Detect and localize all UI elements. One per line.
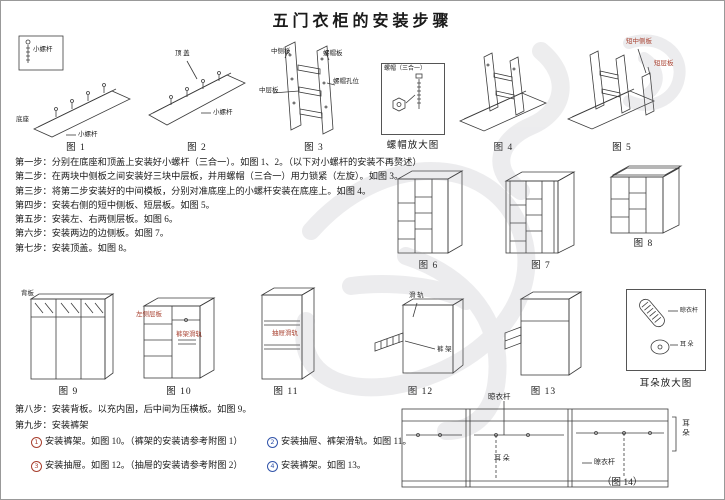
fig8-caption: 图 8	[633, 239, 654, 249]
step-5: 第五步：安装左、右两侧层板。如图 6。	[15, 214, 179, 225]
figure-8: 图 8	[601, 161, 686, 249]
figure-5: 短中侧板 短层板 图 5	[566, 33, 678, 153]
step-1: 第一步：分别在底座和顶盖上安装好小螺杆（三合一）。如图 1、2。（以下对小螺杆的…	[15, 157, 422, 167]
magnifier-frame	[381, 63, 445, 135]
figure-14: 晾衣杆 耳朵 耳 朵 晾衣杆 （图 14）	[396, 393, 716, 497]
fig11-rail-label: 抽屉滑轨	[272, 330, 298, 337]
fig14-rod-bottom-label: 晾衣杆	[594, 458, 615, 466]
magnifier-caption: 螺帽放大图	[386, 141, 440, 151]
step-2: 第二步：在两块中侧板之间安装好三块中层板，并用螺帽（三合一）用力锁紧（左旋）。如…	[15, 171, 404, 182]
step-list: 第一步：分别在底座和顶盖上安装好小螺杆（三合一）。如图 1、2。（以下对小螺杆的…	[15, 155, 422, 255]
figure-7: 图 7	[496, 163, 586, 271]
fig1-base-label: 底座	[16, 116, 29, 123]
substep-3-number: 3	[31, 461, 42, 472]
fig12-rail-label: 滑 轨	[409, 292, 424, 299]
figure-4: 图 4	[456, 33, 551, 153]
figure-1: 小螺杆 底座 小螺杆 图 1	[16, 33, 136, 153]
figure-6-drawing	[396, 170, 464, 254]
substep-1-text: 安装裤架。如图 10。（裤架的安装请参考附图 1）	[45, 436, 243, 446]
fig5-caption: 图 5	[612, 143, 632, 153]
figure-9-drawing	[29, 293, 115, 380]
fig14-caption: （图 14）	[602, 478, 643, 488]
step-3: 第三步：将第二步安装好的中间模板，分别对准底座上的小螺杆安装在底座上。如图 4。	[15, 185, 372, 196]
figure-11: 抽屉滑轨 图 11	[246, 283, 326, 397]
fig10-rail-label: 裤架滑轨	[176, 331, 202, 338]
fig4-caption: 图 4	[493, 143, 514, 153]
ear-magnifier-frame	[626, 289, 706, 371]
magnifier-drawing	[392, 73, 423, 112]
fig12-rack-label: 裤 架	[437, 346, 452, 353]
figure-6: 图 6	[386, 163, 471, 271]
substep-4-number: 4	[267, 461, 278, 472]
substep-2-number: 2	[267, 437, 278, 448]
ear-magnifier: 晾衣杆 耳 朵 耳朵放大图	[626, 289, 706, 389]
fig3-shelf-label: 中层板	[259, 87, 279, 94]
magnifier-label: 螺帽（三合一）	[384, 66, 427, 72]
fig1-screw-label: 小螺杆	[78, 131, 98, 138]
fig12-caption: 图 12	[407, 387, 434, 397]
substep-3-text: 安装抽屉。如图 12。（抽屉的安装请参考附图 2）	[45, 460, 243, 470]
fig7-caption: 图 7	[531, 261, 551, 271]
figure-14-drawing	[401, 401, 677, 488]
figure-2-drawing	[148, 60, 246, 126]
figure-12-drawing	[374, 298, 465, 374]
fig2-caption: 图 2	[187, 143, 207, 153]
step-6: 第六步：安装两边的边侧板。如图 7。	[15, 228, 169, 239]
fig10-left-shelf-label: 左侧层板	[136, 311, 162, 318]
figure-2: 顶 盖 小螺杆 图 2	[141, 33, 253, 153]
ear-magnifier-drawing	[639, 298, 678, 355]
figure-3: 中侧板 螺帽板 螺帽孔位 中层板 图 3	[259, 33, 369, 153]
figure-12: 滑 轨 裤 架 图 12	[373, 291, 468, 397]
figure-1-drawing	[18, 35, 131, 138]
fig14-ear-inner-label: 耳 朵	[494, 454, 510, 462]
step-8: 第八步：安装背板。以充内固，后中间为压横板。如图 9。	[15, 404, 252, 414]
fig3-side-panel-label: 中侧板	[271, 48, 291, 55]
fig1-screw-box-label: 小螺杆	[33, 46, 53, 53]
fig5-short-shelf-label: 短层板	[654, 60, 674, 67]
nut-magnifier: 螺帽（三合一） 螺帽放大图	[381, 63, 445, 151]
fig3-caption: 图 3	[304, 143, 324, 153]
figure-3-drawing	[272, 41, 336, 135]
figure-8-drawing	[609, 165, 683, 234]
fig10-caption: 图 10	[166, 387, 192, 397]
figure-4-drawing	[458, 52, 548, 132]
step-7: 第七步：安装顶盖。如图 8。	[15, 242, 133, 253]
substep-4-text: 安装裤架。如图 13。	[281, 460, 366, 470]
fig14-ear-side-label: 耳朵	[681, 419, 691, 438]
substep-1-number: 1	[31, 437, 42, 448]
fig2-screw-label: 小螺杆	[213, 109, 233, 116]
fig6-caption: 图 6	[418, 261, 439, 271]
fig5-short-panel-label: 短中侧板	[626, 38, 652, 45]
fig9-caption: 图 9	[58, 387, 79, 397]
figure-13-drawing	[504, 291, 583, 376]
figure-11-drawing	[260, 287, 316, 380]
page-title: 五门衣柜的安装步骤	[272, 13, 453, 30]
ear-ear-label: 耳 朵	[680, 342, 694, 348]
figure-10: 左侧层板 裤架滑轨 图 10	[134, 288, 224, 397]
fig1-caption: 图 1	[66, 143, 86, 153]
ear-magnifier-caption: 耳朵放大图	[639, 379, 693, 389]
fig13-caption: 图 13	[530, 387, 557, 397]
figure-9: 背板 图 9	[21, 290, 116, 397]
fig2-top-label: 顶 盖	[175, 50, 190, 57]
figure-7-drawing	[504, 171, 576, 254]
ear-rod-label: 晾衣杆	[680, 308, 699, 314]
fig3-nut-plate-label: 螺帽板	[323, 50, 343, 57]
fig3-hole-label: 螺帽孔位	[333, 78, 359, 85]
figure-5-drawing	[566, 48, 656, 130]
fig11-caption: 图 11	[273, 387, 299, 397]
figure-10-drawing	[142, 297, 216, 379]
step-4: 第四步：安装右侧的短中侧板、短层板。如图 5。	[15, 199, 215, 210]
substep-2-text: 安装抽屉、裤架滑轨。如图 11。	[281, 436, 412, 446]
step-9: 第九步：安装裤架	[15, 420, 89, 430]
fig9-back-panel-label: 背板	[21, 290, 34, 297]
fig14-rod-top-label: 晾衣杆	[488, 392, 511, 401]
figure-13: 图 13	[501, 287, 586, 397]
